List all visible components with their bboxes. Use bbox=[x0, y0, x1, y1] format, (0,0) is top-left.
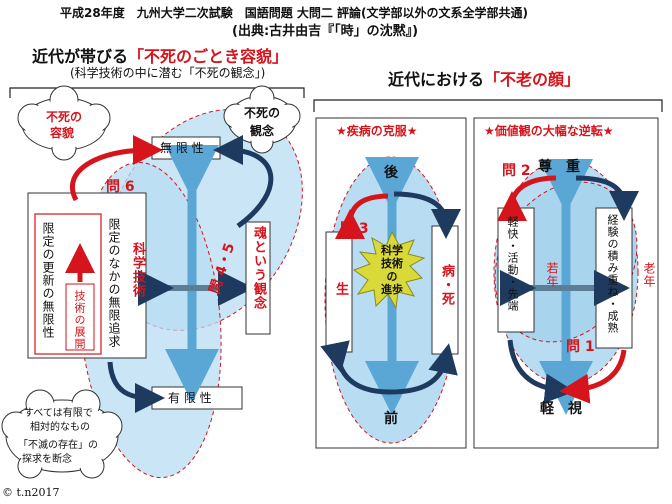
panel2-right-box-text: 経験の積み重ね・成熟 bbox=[606, 214, 619, 334]
cloud-left-text-2: 容貌 bbox=[50, 126, 75, 140]
panel1-burst bbox=[352, 230, 426, 310]
panel1-center-3: の bbox=[386, 270, 398, 283]
soul-box bbox=[245, 221, 271, 335]
panel1-dark-curve-bottom bbox=[320, 340, 458, 395]
right-title-red: 「不老の顔」 bbox=[484, 70, 581, 89]
panel1-top: 後 bbox=[384, 165, 398, 181]
box-inner-text: 技術の展開 bbox=[73, 290, 86, 350]
left-bracket bbox=[9, 87, 305, 98]
left-title-pre: 近代が帯びる bbox=[32, 47, 129, 66]
left-title: 近代が帯びる「不死のごとき容貌」 bbox=[32, 43, 288, 67]
cloud-bottom-text-2: 相対的なもの bbox=[30, 422, 90, 433]
kagaku-label: 科学技術 bbox=[130, 242, 145, 298]
left-subtitle: (科学技術の中に潜む「不死の観念」) bbox=[70, 66, 266, 80]
left-title-red: 「不死のごとき容貌」 bbox=[128, 47, 289, 66]
curve-arrow-red-top bbox=[69, 135, 163, 202]
header-line1: 平成28年度 九州大学二次試験 国語問題 大問二 評論(文学部以外の文系全学部共… bbox=[60, 6, 529, 20]
cloud-right-text-2: 観念 bbox=[250, 124, 275, 138]
yugen-label: 有 限 性 bbox=[168, 391, 212, 405]
panel1-red-curve bbox=[334, 193, 389, 240]
panel1-center-1: 科学 bbox=[381, 244, 403, 257]
panel1-left-box bbox=[325, 231, 353, 353]
panel2-dark-curve-bottom bbox=[507, 339, 575, 404]
curve-arrow-dark-right bbox=[213, 135, 274, 229]
panel2-q2: 問 2 bbox=[502, 163, 531, 179]
tamashii-label: 魂という観念 bbox=[251, 226, 266, 310]
left-inner-red-box bbox=[34, 213, 102, 355]
panel2-left-box-text: 軽快・活動・先端 bbox=[506, 216, 519, 312]
panel2-title: ★価値観の大幅な逆転★ bbox=[484, 124, 614, 138]
q6-label: 問 6 bbox=[106, 179, 135, 195]
right-title-pre: 近代における bbox=[388, 70, 485, 89]
panel1-center-2: 技術 bbox=[381, 257, 403, 270]
box-text-2: 限定の更新の無限性 bbox=[41, 222, 55, 339]
panel2-right-label: 老年 bbox=[642, 262, 656, 288]
panel1-left: 生 bbox=[333, 282, 348, 296]
panel1-bottom: 前 bbox=[384, 411, 398, 427]
panel1-q3: 問 3 bbox=[340, 221, 369, 237]
cloud-bottom-text-4: 探求を断念 bbox=[22, 454, 72, 465]
right-bracket bbox=[313, 99, 663, 112]
cloud-bottom-text-3: 「不滅の存在」の bbox=[18, 440, 98, 451]
left-main-box bbox=[27, 192, 147, 359]
box-text-1: 限定のなかの無限追求 bbox=[107, 218, 121, 348]
panel2-dark-curve-top bbox=[575, 175, 639, 221]
cloud-left-text-1: 不死の bbox=[46, 110, 83, 124]
right-title: 近代における「不老の顔」 bbox=[388, 66, 580, 90]
panel2-top: 尊 重 bbox=[538, 159, 580, 175]
panel2-q1: 問 1 bbox=[566, 339, 595, 355]
tech-box bbox=[65, 283, 95, 351]
mugen-label: 無 限 性 bbox=[160, 141, 204, 155]
panel2-bottom: 軽 視 bbox=[540, 401, 582, 417]
panel1-title: ★疾病の克服★ bbox=[336, 124, 418, 138]
curve-arrow-dark-bottom bbox=[107, 361, 165, 413]
cloud-right-text-1: 不死の bbox=[244, 106, 281, 120]
panel1-center: 科学 技術 の 進歩 bbox=[374, 244, 410, 296]
header-line2: (出典:古井由吉『「時」の沈黙』) bbox=[232, 24, 419, 39]
copyright: © t.n2017 bbox=[2, 486, 60, 499]
panel2-red-curve-bottom bbox=[559, 349, 627, 404]
panel1-right: 病・死 bbox=[439, 264, 454, 306]
panel2-red-curve-top bbox=[496, 175, 557, 222]
cloud-bottom-text-1: すべては有限で bbox=[24, 408, 93, 419]
panel2-left-label: 若年 bbox=[545, 262, 559, 288]
panel1-center-4: 進歩 bbox=[381, 283, 403, 296]
panel1-dark-curve-top bbox=[393, 191, 461, 239]
